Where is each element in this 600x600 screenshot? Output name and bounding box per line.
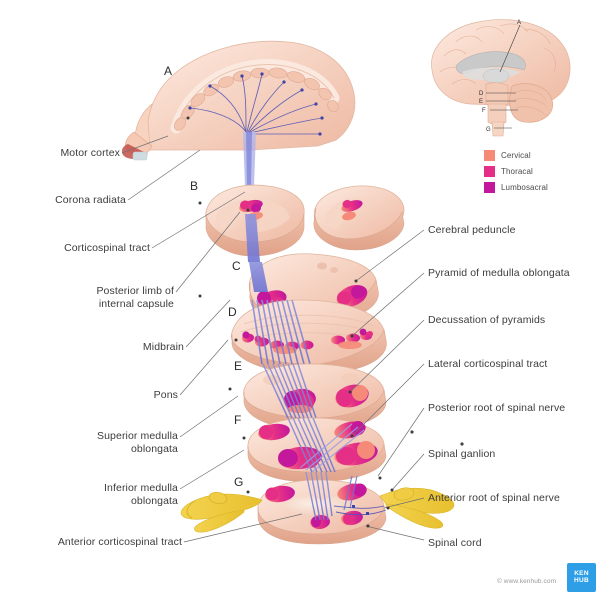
label-spinal-cord: Spinal cord xyxy=(428,537,482,549)
leader-lines-left xyxy=(121,135,303,543)
legend-item-cervical: Cervical xyxy=(484,150,548,161)
svg-text:E: E xyxy=(479,99,483,105)
section-letter-f: F xyxy=(234,413,242,427)
legend-label-lumbosacral: Lumbosacral xyxy=(501,183,548,192)
section-letter-d: D xyxy=(228,305,237,319)
legend-swatch-lumbosacral xyxy=(484,182,495,193)
legend-item-thoracal: Thoracal xyxy=(484,166,548,177)
label-posterior-root-of-spinal-nerve: Posterior root of spinal nerve xyxy=(428,402,566,414)
label-pyramid-of-medulla-oblongata: Pyramid of medulla oblongata xyxy=(428,267,570,279)
leader-lines-right xyxy=(349,229,425,541)
legend: Cervical Thoracal Lumbosacral xyxy=(484,150,548,198)
section-letter-g: G xyxy=(234,475,244,489)
svg-text:A: A xyxy=(517,20,521,26)
section-g-spinal-cord xyxy=(180,471,455,545)
legend-item-lumbosacral: Lumbosacral xyxy=(484,182,548,193)
section-a-cortex xyxy=(121,40,356,186)
section-e-superior-medulla xyxy=(243,363,387,431)
kenhub-logo[interactable]: KEN HUB xyxy=(567,563,596,592)
label-posterior-limb-internal-capsule: Posterior limb of internal capsule xyxy=(96,285,174,311)
leader-dots-left xyxy=(186,116,250,494)
label-inferior-medulla-oblongata: Inferior medulla oblongata xyxy=(104,482,178,508)
label-corticospinal-tract: Corticospinal tract xyxy=(64,242,150,254)
legend-swatch-cervical xyxy=(484,150,495,161)
label-anterior-corticospinal-tract: Anterior corticospinal tract xyxy=(57,536,182,548)
kenhub-logo-line1: KEN xyxy=(574,569,589,577)
label-corona-radiata: Corona radiata xyxy=(55,194,126,206)
midsagittal-brain-inset: A D E F G xyxy=(431,19,571,137)
svg-text:D: D xyxy=(479,91,484,97)
svg-text:F: F xyxy=(482,108,486,114)
label-cerebral-peduncle: Cerebral peduncle xyxy=(428,224,516,236)
section-f-inferior-medulla-decussation xyxy=(247,417,464,483)
copyright-text: © www.kenhub.com xyxy=(497,578,557,585)
label-decussation-of-pyramids: Decussation of pyramids xyxy=(428,314,546,326)
label-lateral-corticospinal-tract: Lateral corticospinal tract xyxy=(428,358,548,370)
label-anterior-root-of-spinal-nerve: Anterior root of spinal nerve xyxy=(428,492,560,504)
legend-swatch-thoracal xyxy=(484,166,495,177)
section-letter-e: E xyxy=(234,359,243,373)
label-midbrain: Midbrain xyxy=(142,341,184,353)
section-d-pons xyxy=(231,299,387,375)
kenhub-logo-line2: HUB xyxy=(574,576,589,584)
section-letter-c: C xyxy=(232,259,241,273)
svg-text:G: G xyxy=(486,127,491,133)
label-motor-cortex: Motor cortex xyxy=(60,147,120,159)
legend-label-cervical: Cervical xyxy=(501,151,531,160)
section-letter-a: A xyxy=(164,64,173,78)
section-b-internal-capsule xyxy=(205,184,405,262)
label-superior-medulla-oblongata: Superior medulla oblongata xyxy=(97,430,178,456)
section-letter-b: B xyxy=(190,179,199,193)
leader-dots-right xyxy=(348,279,394,528)
legend-label-thoracal: Thoracal xyxy=(501,167,533,176)
label-spinal-ganlion: Spinal ganlion xyxy=(428,448,496,460)
label-pons: Pons xyxy=(153,389,178,401)
